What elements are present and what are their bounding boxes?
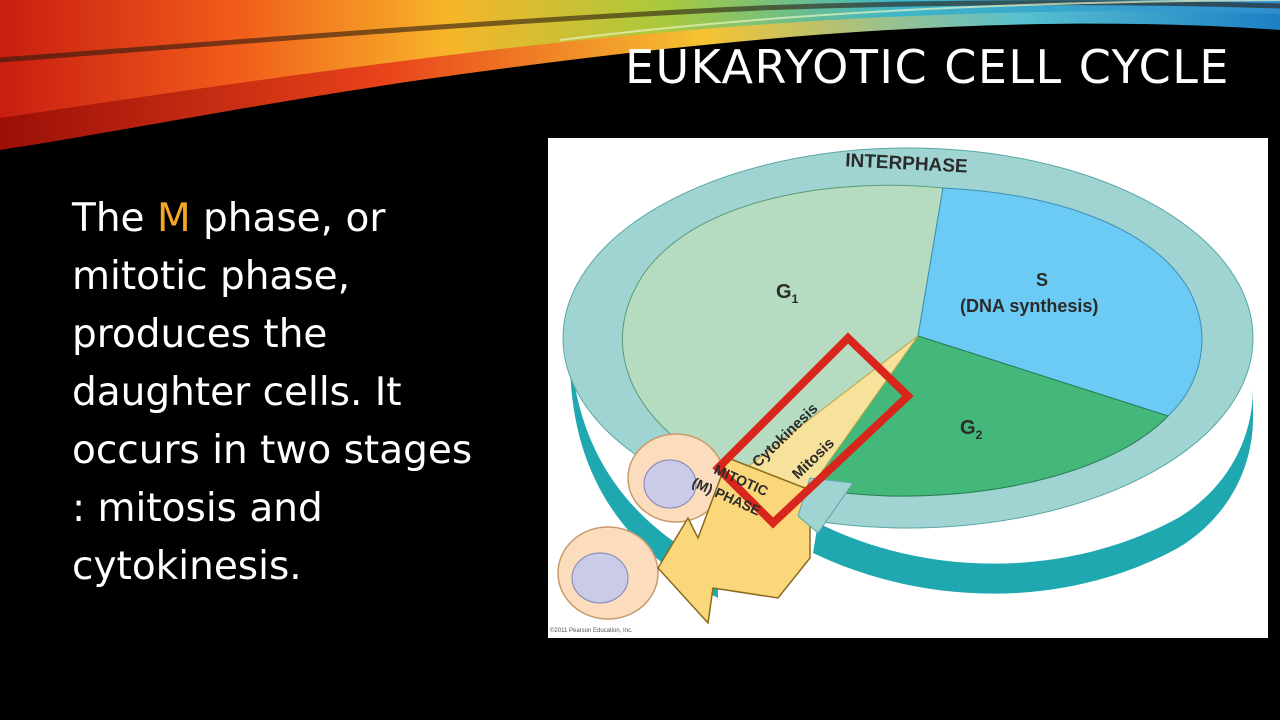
s-label: S [1036, 270, 1048, 290]
daughter-cell-1 [627, 433, 725, 523]
slide-title: EUKARYOTIC CELL CYCLE [624, 40, 1230, 94]
s-description: (DNA synthesis) [960, 296, 1098, 316]
m-highlight: M [156, 196, 191, 241]
cell-cycle-diagram: INTERPHASE G1 S (DNA synthesis) G2 Cytok… [550, 147, 1254, 634]
cell-cycle-figure: INTERPHASE G1 S (DNA synthesis) G2 Cytok… [548, 138, 1268, 638]
g1-label: G1 [776, 281, 799, 306]
highlight-box [712, 332, 914, 529]
s-sector [917, 187, 1203, 417]
body-text-rest: phase, or mitotic phase, produces the da… [72, 196, 473, 589]
decorative-swoosh [0, 0, 1280, 150]
body-paragraph: The M phase, or mitotic phase, produces … [72, 190, 492, 596]
body-text-start: The [72, 196, 157, 241]
ring-side-right [813, 388, 1253, 594]
daughter-cell-2 [557, 526, 659, 620]
copyright-note: ©2011 Pearson Education, Inc. [550, 627, 633, 634]
g2-label: G2 [960, 417, 983, 442]
